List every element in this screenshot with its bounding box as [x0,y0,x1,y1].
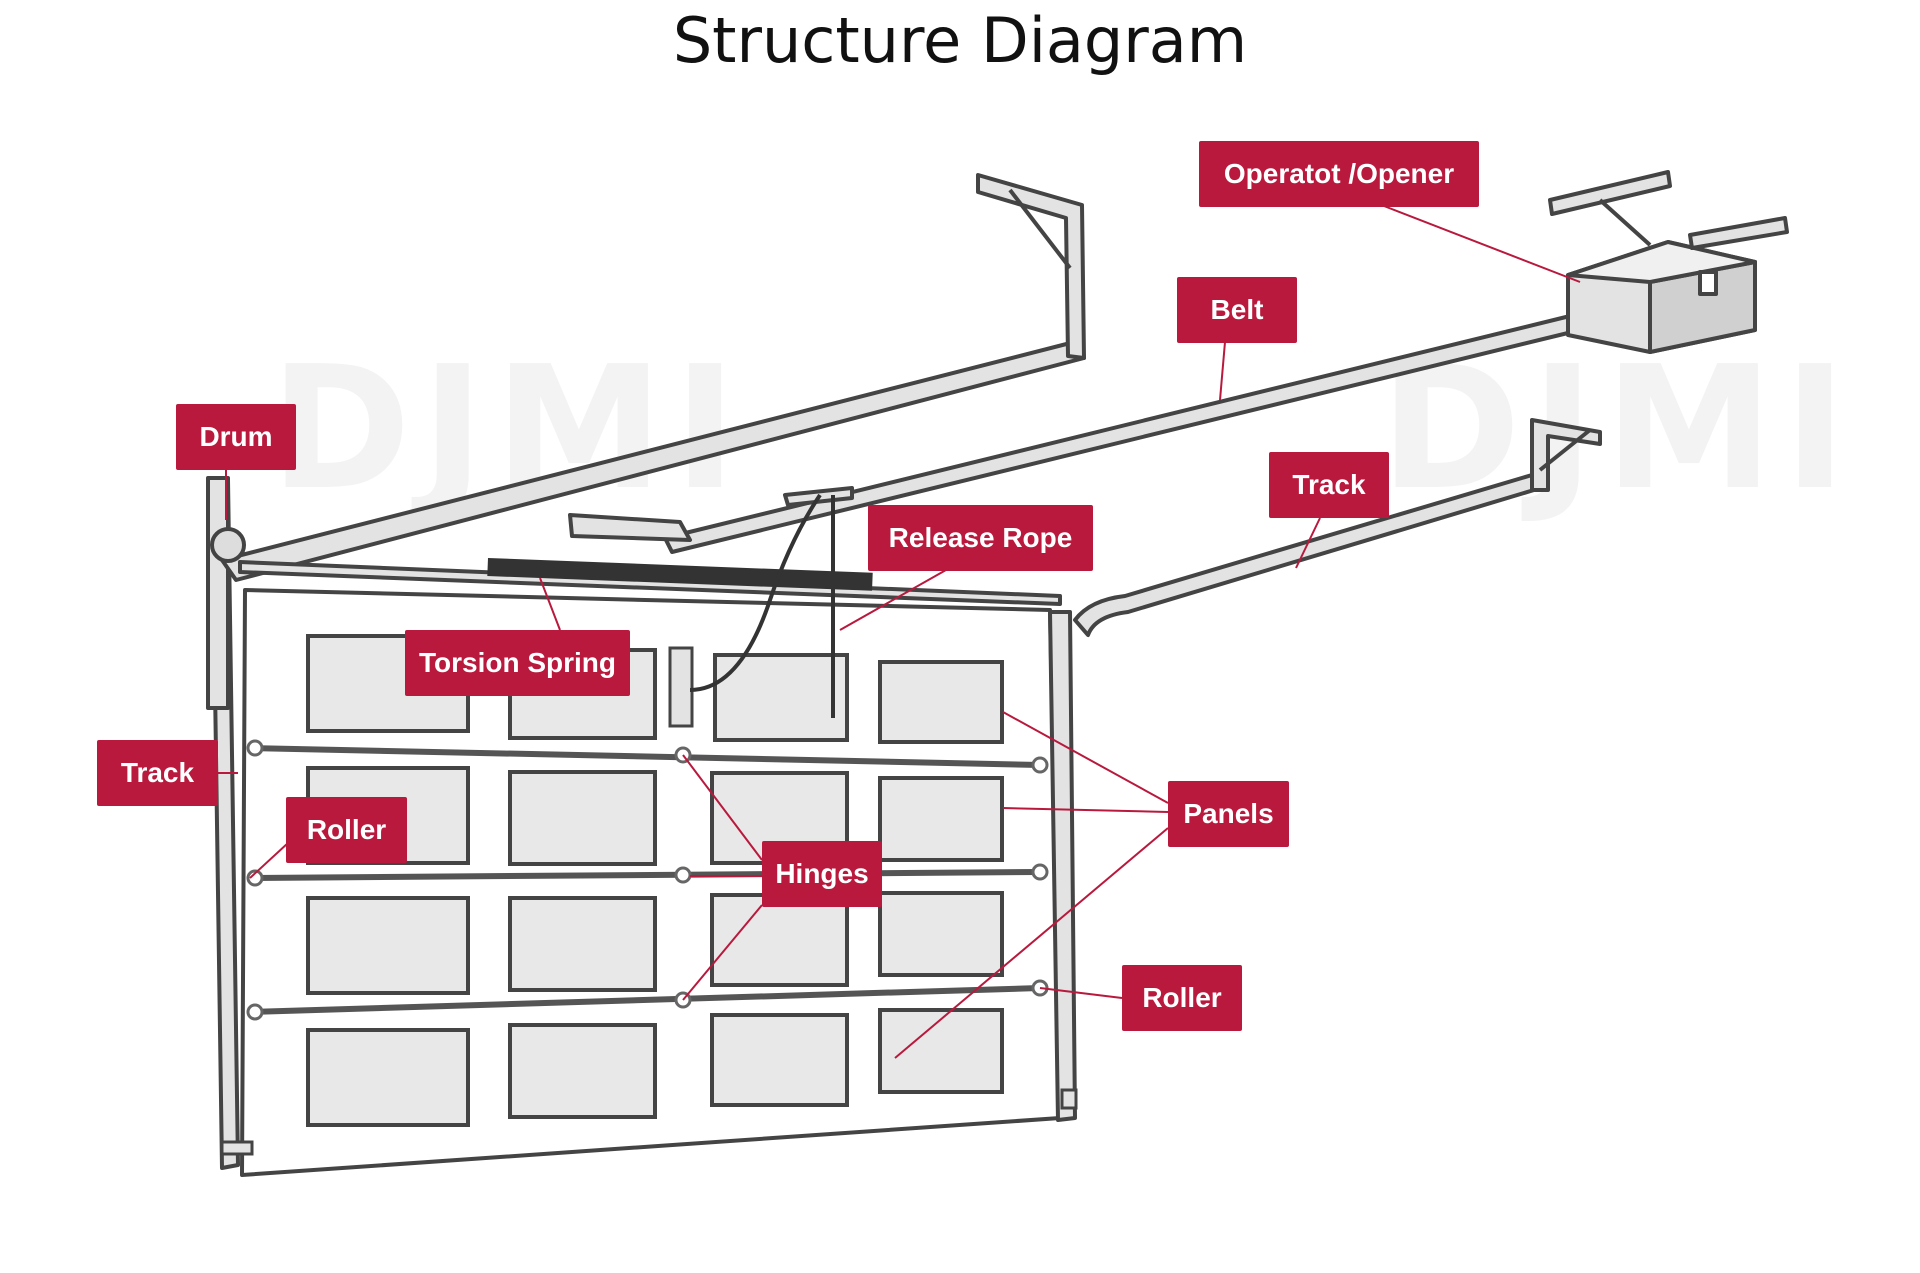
opener-hanger-right [1688,216,1789,250]
label-drum: Drum [176,404,296,470]
release-rope [689,493,835,718]
leader-lines [218,205,1581,1059]
label-belt: Belt [1177,277,1297,343]
door-windows [306,634,1004,1127]
header-bracket [568,513,692,542]
label-release-rope: Release Rope [868,505,1093,571]
right-vertical-track [1048,610,1077,1122]
label-torsion-spring: Torsion Spring [405,630,630,696]
opener-hanger-left [1548,170,1672,216]
label-panels: Panels [1168,781,1289,847]
label-track-right: Track [1269,452,1389,518]
label-roller-right: Roller [1122,965,1242,1031]
page-title: Structure Diagram [672,4,1248,77]
label-hinges: Hinges [762,841,882,907]
rollers [246,739,1049,1021]
label-opener: Operatot /Opener [1199,141,1479,207]
drum-shape [210,527,246,563]
label-roller-left: Roller [286,797,407,863]
bottom-bracket [220,1140,254,1156]
label-track-left: Track [97,740,218,806]
lock-plate [668,646,694,728]
left-rear-bracket [976,173,1086,360]
panel-seams [249,745,1041,1015]
